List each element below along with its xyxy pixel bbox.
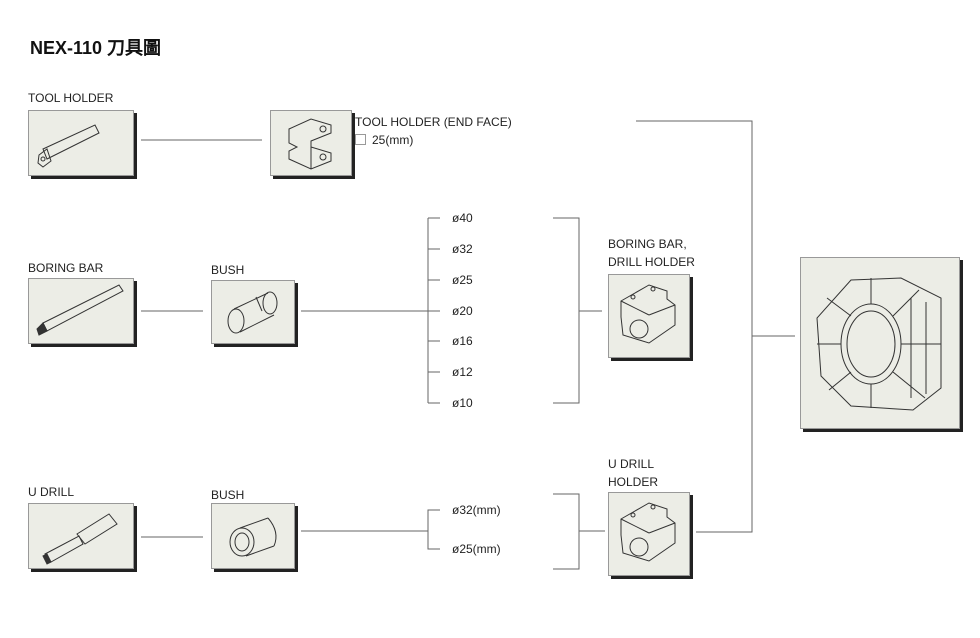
boring-size: ø25 xyxy=(452,273,473,287)
boring-holder-icon xyxy=(620,284,676,344)
u-drill-holder-label-2: HOLDER xyxy=(608,475,659,489)
end-face-size-value: 25(mm) xyxy=(372,133,414,147)
u-drill-size: ø25(mm) xyxy=(452,542,501,556)
end-face-holder-image xyxy=(270,110,352,176)
boring-size: ø16 xyxy=(452,334,473,348)
u-drill-label: U DRILL xyxy=(28,485,75,499)
tool-holder-image xyxy=(28,110,134,176)
u-drill-holder-icon xyxy=(620,502,676,562)
u-drill-holder-image xyxy=(608,492,690,576)
bush-1-label: BUSH xyxy=(211,263,245,277)
bush-icon xyxy=(229,517,277,557)
boring-size: ø40 xyxy=(452,211,473,225)
turret-icon xyxy=(816,277,942,411)
boring-size: ø10 xyxy=(452,396,473,410)
u-drill-size: ø32(mm) xyxy=(452,503,501,517)
boring-size: ø20 xyxy=(452,304,473,318)
u-drill-icon xyxy=(42,513,118,565)
bush-2-image xyxy=(211,503,295,569)
bush-2-label: BUSH xyxy=(211,488,245,502)
boring-bar-label: BORING BAR xyxy=(28,261,104,275)
boring-holder-image xyxy=(608,274,690,358)
end-face-holder-icon xyxy=(288,118,332,170)
boring-bar-icon xyxy=(36,284,124,336)
u-drill-image xyxy=(28,503,134,569)
page-title: NEX-110 刀具圖 xyxy=(30,38,162,58)
end-face-size: 25(mm) xyxy=(355,131,413,149)
boring-size: ø32 xyxy=(452,242,473,256)
boring-size: ø12 xyxy=(452,365,473,379)
bush-1-image xyxy=(211,280,295,344)
boring-holder-label-2: DRILL HOLDER xyxy=(608,255,695,269)
bush-icon xyxy=(227,291,278,334)
u-drill-holder-label-1: U DRILL xyxy=(608,457,655,471)
end-face-label: TOOL HOLDER (END FACE) xyxy=(355,115,512,129)
square-icon xyxy=(355,134,366,145)
tool-holder-label: TOOL HOLDER xyxy=(28,91,114,105)
boring-bar-image xyxy=(28,278,134,344)
tool-holder-icon xyxy=(37,124,100,168)
turret-image xyxy=(800,257,960,429)
boring-holder-label-1: BORING BAR, xyxy=(608,237,687,251)
